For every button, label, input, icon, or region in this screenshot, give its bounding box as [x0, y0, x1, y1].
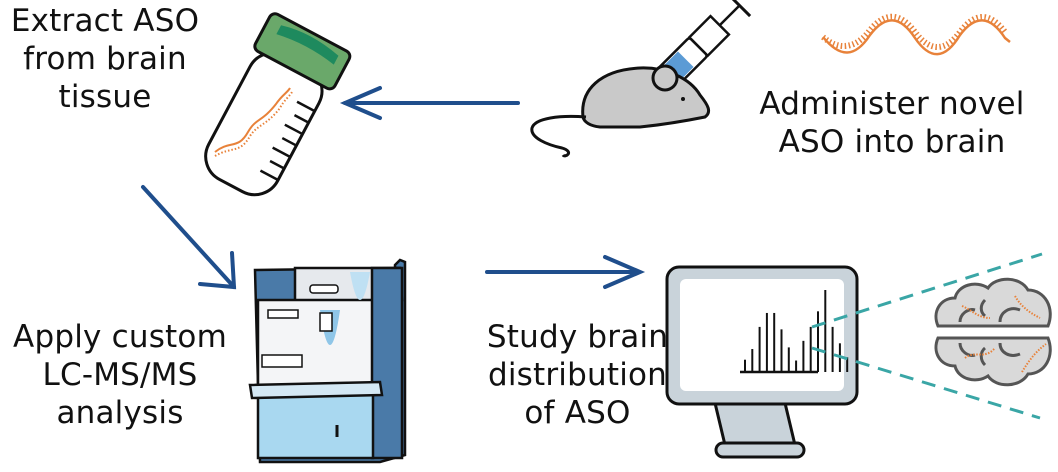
label-line: tissue: [58, 79, 152, 115]
label-line: analysis: [56, 395, 184, 431]
brain-icon: [934, 277, 1052, 387]
label-line: Apply custom: [13, 319, 227, 355]
step-label-administer: Administer novel ASO into brain: [742, 85, 1042, 161]
label-line: Administer novel: [759, 86, 1025, 122]
step-label-study: Study brain distribution of ASO: [465, 318, 690, 432]
step-label-analysis: Apply custom LC-MS/MS analysis: [0, 318, 240, 432]
lc-ms-instrument-icon: [248, 258, 407, 464]
mouse-icon: [530, 64, 711, 158]
label-line: from brain: [23, 41, 187, 77]
arrow-mouse-to-vial: [339, 86, 520, 120]
label-line: LC-MS/MS: [42, 357, 198, 393]
aso-in-brain-icon: [961, 295, 1047, 373]
arrow-vial-to-instrument: [141, 185, 237, 290]
label-line: distribution: [487, 357, 668, 393]
label-line: Extract ASO: [10, 3, 200, 39]
label-line: of ASO: [524, 395, 631, 431]
label-line: ASO into brain: [778, 124, 1006, 160]
mass-spectrum-chart: [740, 290, 849, 374]
aso-strand-in-vial-icon: [214, 87, 293, 157]
zoom-lines: [811, 252, 1043, 420]
monitor-icon: [665, 265, 859, 459]
aso-double-helix-icon: [821, 13, 1011, 56]
step-label-extract: Extract ASO from brain tissue: [0, 2, 210, 116]
arrow-instrument-to-monitor: [485, 255, 646, 289]
label-line: Study brain: [486, 319, 669, 355]
